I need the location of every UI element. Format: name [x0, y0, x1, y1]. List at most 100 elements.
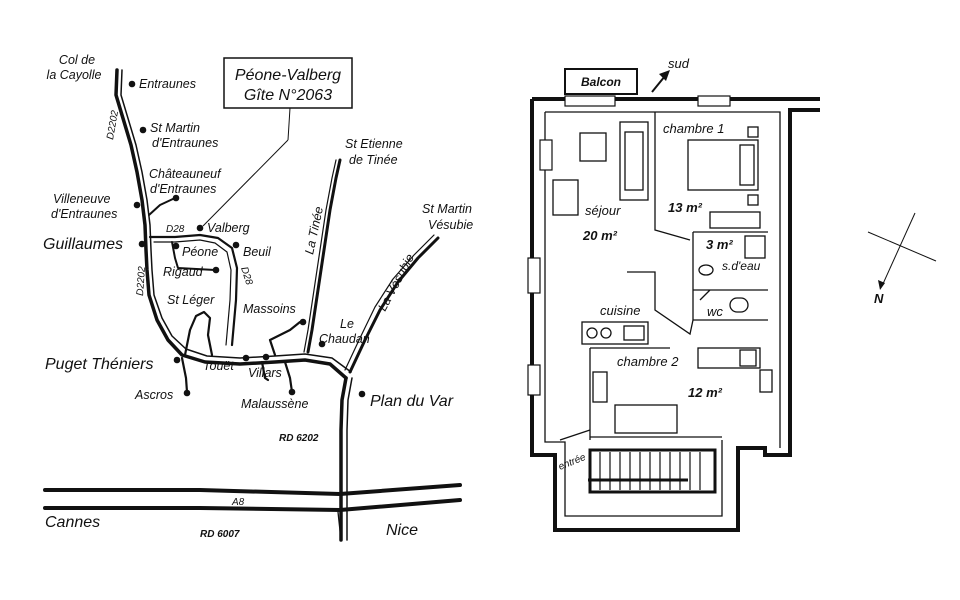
label-wc: wc — [707, 304, 723, 319]
label-d2202-south: D2202 — [135, 266, 148, 297]
road-vesubie — [348, 236, 440, 374]
label-chambre2-area: 12 m² — [688, 385, 723, 400]
label-col-1: Col de — [59, 53, 95, 67]
label-rd6007: RD 6007 — [200, 529, 240, 540]
dot-ascros — [183, 389, 191, 397]
staircase — [588, 448, 717, 494]
dot-malaussene — [288, 388, 296, 396]
road-vesubie-inner — [344, 234, 435, 371]
label-guillaumes: Guillaumes — [43, 236, 123, 253]
road-tinee-inner — [303, 159, 337, 353]
dot-entraunes — [128, 80, 136, 88]
sejour-cabinet — [552, 179, 579, 216]
road-malaussene — [283, 360, 294, 394]
chimney-left — [539, 139, 553, 171]
window-left-1 — [527, 257, 541, 294]
bed-chambre2-lower — [614, 404, 678, 434]
wardrobe-chambre2 — [592, 371, 608, 403]
balcon-label: Balcon — [581, 75, 621, 89]
road-massoins — [268, 320, 302, 342]
floor-plan: Balcon sud — [527, 56, 820, 532]
label-le-chaudan-2: Chaudan — [319, 332, 370, 346]
sud-label: sud — [668, 56, 690, 71]
label-entree: entrée — [557, 452, 588, 473]
label-st-etienne-2: de Tinée — [349, 153, 398, 167]
label-d28-west: D28 — [166, 224, 185, 235]
hob-2 — [600, 327, 612, 339]
label-st-martin-entraunes-1: St Martin — [150, 121, 200, 135]
road-massoins-link — [268, 338, 277, 357]
sud-arrow-line — [651, 75, 666, 93]
compass-line-ew — [867, 231, 937, 262]
dot-puget — [173, 356, 181, 364]
sink — [698, 264, 714, 276]
dot-massoins — [299, 318, 307, 326]
road-st-leger — [183, 310, 214, 357]
partition-bath — [692, 231, 768, 321]
sejour-sofa-seat — [624, 131, 644, 191]
wc-bowl — [729, 297, 749, 313]
label-chateauneuf-1: Châteauneuf — [149, 167, 222, 181]
label-chateauneuf-2: d'Entraunes — [150, 182, 216, 196]
dot-beuil — [232, 241, 240, 249]
label-massoins: Massoins — [243, 302, 296, 316]
label-chambre2: chambre 2 — [617, 354, 679, 369]
road-tinee — [306, 158, 342, 354]
partition-cuisine — [589, 271, 694, 440]
window-top-2 — [697, 95, 731, 107]
sud-arrow-head — [659, 70, 670, 81]
label-st-martin-vesubie-1: St Martin — [422, 202, 472, 216]
label-d28-east: D28 — [238, 266, 254, 287]
road-map: Péone-Valberg Gîte N°2063 Col de la Cayo… — [43, 53, 473, 542]
dot-chateauneuf — [172, 194, 180, 202]
gite-pointer-line — [287, 107, 291, 141]
window-left-2 — [527, 364, 541, 396]
label-villeneuve-2: d'Entraunes — [51, 207, 117, 221]
dot-le-chaudan — [318, 340, 326, 348]
hob-1 — [586, 327, 598, 339]
shower — [744, 235, 766, 259]
compass-arrow-icon — [878, 280, 885, 290]
village-dots — [128, 80, 366, 398]
label-beuil: Beuil — [243, 245, 272, 259]
label-cuisine: cuisine — [600, 303, 640, 318]
road-d2202 — [114, 68, 348, 380]
compass: N — [867, 212, 937, 306]
partition-entree — [559, 429, 722, 441]
label-ascros: Ascros — [134, 388, 173, 402]
dot-valberg — [196, 224, 204, 232]
label-sejour-area: 20 m² — [582, 228, 618, 243]
label-st-etienne-1: St Etienne — [345, 137, 403, 151]
label-col-2: la Cayolle — [47, 68, 102, 82]
dot-rigaud — [212, 266, 220, 274]
label-malaussene: Malaussène — [241, 397, 308, 411]
bed-chambre2-pillow — [739, 349, 757, 367]
sejour-table — [579, 132, 607, 162]
label-cannes: Cannes — [45, 514, 100, 531]
dresser-chambre1 — [709, 211, 761, 229]
gite-title-line2: Gîte N°2063 — [244, 87, 332, 104]
label-puget: Puget Théniers — [45, 356, 154, 373]
desk-chambre2 — [759, 369, 773, 393]
label-touet: Touët — [203, 359, 234, 373]
label-valberg: Valberg — [207, 221, 250, 235]
road-ascros — [180, 356, 189, 394]
label-sdeau: s.d'eau — [722, 259, 761, 273]
label-rigaud: Rigaud — [163, 265, 204, 279]
label-plan-du-var: Plan du Var — [370, 393, 454, 410]
label-nice: Nice — [386, 522, 418, 539]
nightstand-chambre1-b — [747, 194, 759, 206]
dot-peone — [172, 242, 180, 250]
compass-north-label: N — [874, 291, 884, 306]
plan-inner-wall — [544, 111, 781, 517]
dot-st-martin-entraunes — [139, 126, 147, 134]
kitchen-sink — [623, 325, 645, 341]
bed-chambre1-pillow — [739, 144, 755, 186]
nightstand-chambre1 — [747, 126, 759, 138]
dot-plan-du-var — [358, 390, 366, 398]
road-villars — [260, 360, 270, 382]
balcon-box — [564, 68, 638, 95]
label-villars: Villars — [248, 366, 282, 380]
gite-title-box — [223, 57, 353, 109]
